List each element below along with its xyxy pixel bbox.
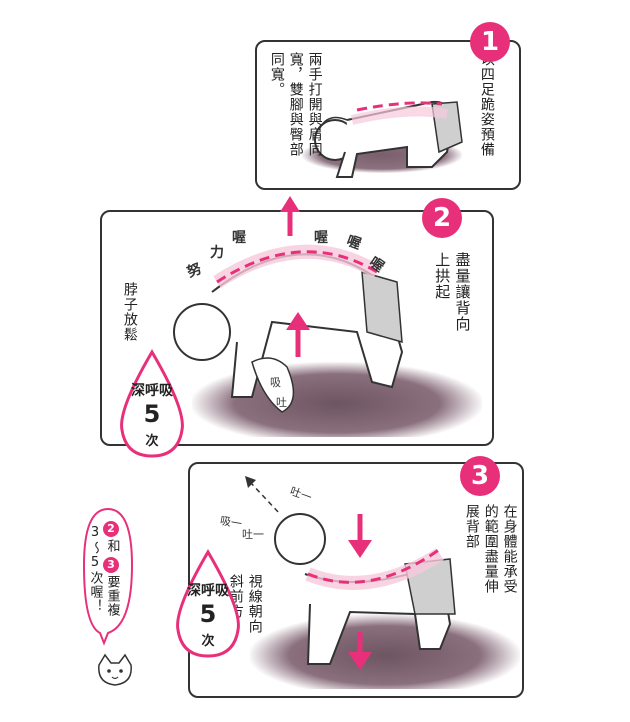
step2-figure xyxy=(173,244,404,413)
step2-effort-4: 喔 xyxy=(314,230,328,246)
repeat-note-step2: 2 xyxy=(103,521,119,537)
step3-breath-unit: 次 xyxy=(201,634,215,649)
step1-note: 兩手打開與肩同寬，雙腳與臀部同寬。 xyxy=(268,52,323,157)
step2-breath-count: 5 xyxy=(143,400,161,428)
step3-title: 在身體能承受的範圍盡量伸展背部 xyxy=(463,504,518,594)
step3-floor xyxy=(250,614,520,689)
step2-breath-label: 深呼吸 xyxy=(131,383,173,399)
step2-breath-unit: 次 xyxy=(145,434,159,449)
repeat-note-and: 和 xyxy=(104,539,120,553)
step3-panel: 吸一 吐一 吐一 視線朝向斜前方 在身體能承受的範圍盡量伸展背部 xyxy=(188,462,524,698)
step1-title: 以四足跪姿預備 xyxy=(478,52,495,157)
step3-breath-count: 5 xyxy=(199,600,217,628)
step3-badge: 3 xyxy=(460,456,500,496)
repeat-note-text2: 3～5次喔！ xyxy=(87,525,103,613)
step2-effort-3: 喔 xyxy=(232,230,246,246)
step2-panel: 吸 吐 努 力 喔 喔 喔 喔 盡量讓背向上拱起 xyxy=(100,210,494,446)
step1-panel: 兩手打開與肩同寬，雙腳與臀部同寬。 以四足跪姿預備 xyxy=(255,40,521,190)
step3-breath-drop: 深呼吸 5 次 xyxy=(172,549,244,660)
step1-badge: 1 xyxy=(470,22,510,62)
step2-bubble-exhale: 吐 xyxy=(276,396,287,409)
cat-face-icon xyxy=(98,653,132,686)
step3-figure xyxy=(245,476,456,670)
step2-badge: 2 xyxy=(422,198,462,238)
repeat-note-step3: 3 xyxy=(103,557,119,573)
step2-neck-label: 脖子放鬆 xyxy=(121,282,138,342)
step2-up-arrow xyxy=(280,196,300,236)
step2-title: 盡量讓背向上拱起 xyxy=(433,252,472,332)
repeat-note-text1: 要重複 xyxy=(104,575,120,617)
step2-effort-2: 力 xyxy=(210,245,224,261)
step2-breath-drop: 深呼吸 5 次 xyxy=(116,349,188,460)
step1-figure xyxy=(314,100,463,178)
step3-breath-label: 深呼吸 xyxy=(187,583,229,599)
step3-sfx-exhale: 吐一 xyxy=(242,528,264,541)
repeat-note: 2 和 3 要重複 3～5次喔！ xyxy=(80,505,136,646)
step2-bubble-inhale: 吸 xyxy=(270,376,281,389)
